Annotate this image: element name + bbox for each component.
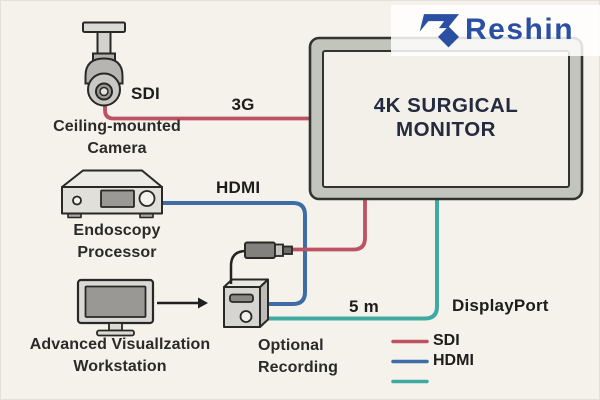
displayport-cable — [258, 197, 439, 321]
recorder-icon — [223, 278, 269, 328]
reshin-logo-icon — [419, 14, 459, 48]
processor-name-line1: Endoscopy — [73, 222, 161, 239]
sdi-cable-recording — [291, 197, 367, 252]
workstation-arrow — [157, 297, 208, 309]
plug-tip — [282, 245, 293, 255]
workstation-name-line2: Workstation — [73, 358, 167, 375]
processor-name-line2: Processor — [77, 244, 157, 261]
camera-port-label: SDI — [131, 84, 160, 103]
sdi-cable-camera — [103, 96, 312, 121]
camera-lens-inner — [99, 86, 109, 97]
processor-top-face — [61, 169, 163, 188]
processor-display — [100, 189, 135, 208]
endoscopy-processor-icon — [61, 169, 163, 219]
recorder-name-line1: Optional — [258, 337, 324, 354]
processor-knob — [138, 190, 156, 207]
camera-pole — [96, 31, 112, 57]
workstation-icon — [76, 278, 155, 337]
monitor-title-line1: 4K SURGICAL — [373, 94, 519, 117]
link-3g-label: 3G — [231, 95, 255, 114]
recorder-button — [239, 310, 253, 323]
camera-name-line1: Ceiling-mounted — [53, 118, 181, 135]
logo-band: Reshin — [391, 5, 600, 56]
plug-collar — [274, 243, 284, 257]
camera-mount-plate — [82, 21, 126, 33]
camera-name-line2: Camera — [87, 140, 147, 157]
hdmi-cable — [158, 201, 307, 306]
workstation-name-line1: Advanced Visuallzation — [29, 336, 211, 353]
workstation-stand-neck — [108, 322, 123, 332]
monitor-title-line2: MONITOR — [396, 118, 496, 141]
cable-length-label: 5 m — [349, 297, 379, 316]
brand-name: Reshin — [465, 13, 575, 46]
recorder-slot — [229, 293, 254, 303]
ceiling-camera-icon — [82, 21, 126, 107]
plug-connector-icon — [229, 241, 293, 284]
displayport-label: DisplayPort — [452, 296, 549, 315]
workstation-screen — [84, 285, 147, 318]
legend-label-sdi: SDI — [433, 332, 460, 349]
processor-port-label: HDMI — [216, 178, 261, 197]
processor-button — [72, 195, 82, 206]
workstation-stand-base — [96, 329, 135, 337]
legend-label-hdmi: HDMI — [433, 352, 474, 369]
plug-cable — [229, 249, 247, 284]
plug-body — [244, 241, 276, 259]
surgical-monitor-icon — [308, 36, 584, 201]
arrow-head — [198, 297, 208, 309]
legend-swatches — [391, 339, 429, 384]
recorder-name-line2: Recording — [258, 359, 339, 376]
